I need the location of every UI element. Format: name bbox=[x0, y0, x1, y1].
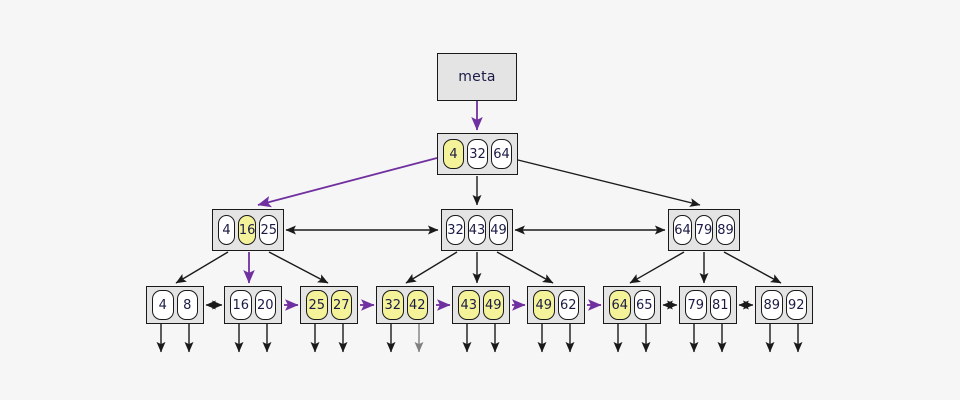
key-cell[interactable]: 64 bbox=[491, 139, 512, 169]
key-cell[interactable]: 79 bbox=[685, 290, 707, 320]
key-cell[interactable]: 92 bbox=[785, 290, 807, 320]
key-cell[interactable]: 4 bbox=[443, 139, 464, 169]
key-cell[interactable]: 8 bbox=[176, 290, 198, 320]
key-cell[interactable]: 65 bbox=[633, 290, 655, 320]
edge-internal-to-leaf-5 bbox=[496, 251, 554, 284]
edge-internal-to-leaf-6 bbox=[629, 251, 685, 284]
key-cell[interactable]: 4 bbox=[152, 290, 174, 320]
key-cell[interactable]: 27 bbox=[330, 290, 352, 320]
key-cell[interactable]: 16 bbox=[237, 215, 257, 245]
key-cell[interactable]: 89 bbox=[716, 215, 735, 245]
meta-label: meta bbox=[458, 69, 496, 85]
key-cell[interactable]: 64 bbox=[673, 215, 692, 245]
meta-node[interactable]: meta bbox=[437, 53, 517, 101]
key-cell[interactable]: 4 bbox=[218, 215, 235, 245]
edge-internal-to-leaf-3 bbox=[405, 251, 458, 284]
key-cell[interactable]: 20 bbox=[254, 290, 276, 320]
key-cell[interactable]: 49 bbox=[489, 215, 508, 245]
key-cell[interactable]: 32 bbox=[382, 290, 404, 320]
edge-internal-to-leaf-8 bbox=[723, 251, 782, 284]
key-cell[interactable]: 43 bbox=[458, 290, 480, 320]
key-cell[interactable]: 81 bbox=[709, 290, 731, 320]
key-cell[interactable]: 42 bbox=[406, 290, 428, 320]
key-cell[interactable]: 43 bbox=[467, 215, 487, 245]
key-cell[interactable]: 89 bbox=[761, 290, 783, 320]
edge-root-to-internal-2 bbox=[517, 159, 701, 207]
edge-internal-to-leaf-0 bbox=[175, 251, 229, 284]
edge-internal-to-leaf-2 bbox=[268, 251, 329, 284]
key-cell[interactable]: 49 bbox=[533, 290, 555, 320]
key-cell[interactable]: 32 bbox=[467, 139, 488, 169]
key-cell[interactable]: 16 bbox=[230, 290, 252, 320]
key-cell[interactable]: 32 bbox=[446, 215, 465, 245]
key-cell[interactable]: 64 bbox=[609, 290, 631, 320]
key-cell[interactable]: 25 bbox=[259, 215, 278, 245]
key-cell[interactable]: 25 bbox=[306, 290, 328, 320]
key-cell[interactable]: 79 bbox=[694, 215, 714, 245]
key-cell[interactable]: 62 bbox=[557, 290, 579, 320]
edge-root-to-internal-0 bbox=[257, 157, 438, 208]
key-cell[interactable]: 49 bbox=[482, 290, 504, 320]
